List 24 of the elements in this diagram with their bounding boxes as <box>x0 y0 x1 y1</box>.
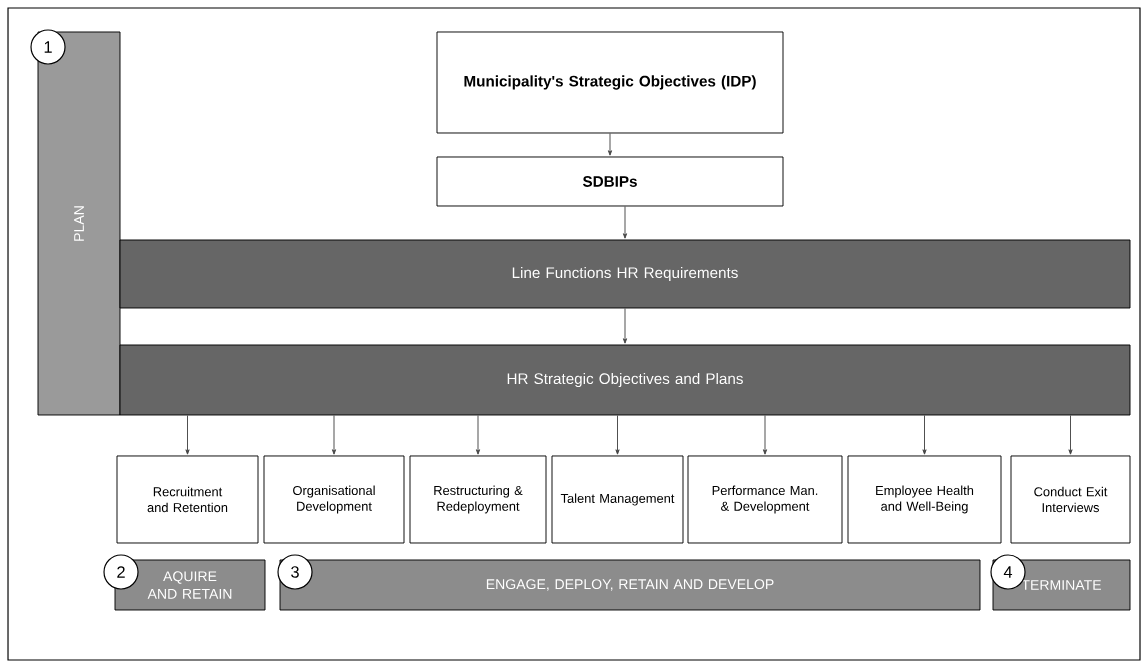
function-box: Restructuring & Redeployment <box>409 455 547 544</box>
requirements-band: Line Functions HR Requirements <box>119 239 1131 309</box>
objective-box: Municipality's Strategic Objectives (IDP) <box>436 31 784 134</box>
arrow <box>1068 415 1073 455</box>
callout-number: 1 <box>30 29 66 65</box>
function-box: Talent Management <box>551 455 684 544</box>
arrow <box>475 415 481 455</box>
plans-band: HR Strategic Objectives and Plans <box>119 344 1131 416</box>
function-box: Performance Man. & Development <box>687 455 843 544</box>
callout-number: 3 <box>277 554 313 590</box>
arrow <box>622 206 628 239</box>
arrow <box>615 415 620 455</box>
function-box: Conduct Exit Interviews <box>1010 455 1131 544</box>
arrow <box>185 415 190 455</box>
function-box: Employee Health and Well-Being <box>847 455 1002 544</box>
arrow <box>922 415 927 455</box>
callout-number: 2 <box>103 554 139 590</box>
arrow <box>762 415 768 455</box>
function-box: Recruitment and Retention <box>116 455 259 544</box>
arrow <box>622 307 628 344</box>
function-box: Organisational Development <box>263 455 405 544</box>
arrow <box>331 415 337 455</box>
arrow <box>607 133 613 156</box>
objective-box: SDBIPs <box>436 156 784 207</box>
